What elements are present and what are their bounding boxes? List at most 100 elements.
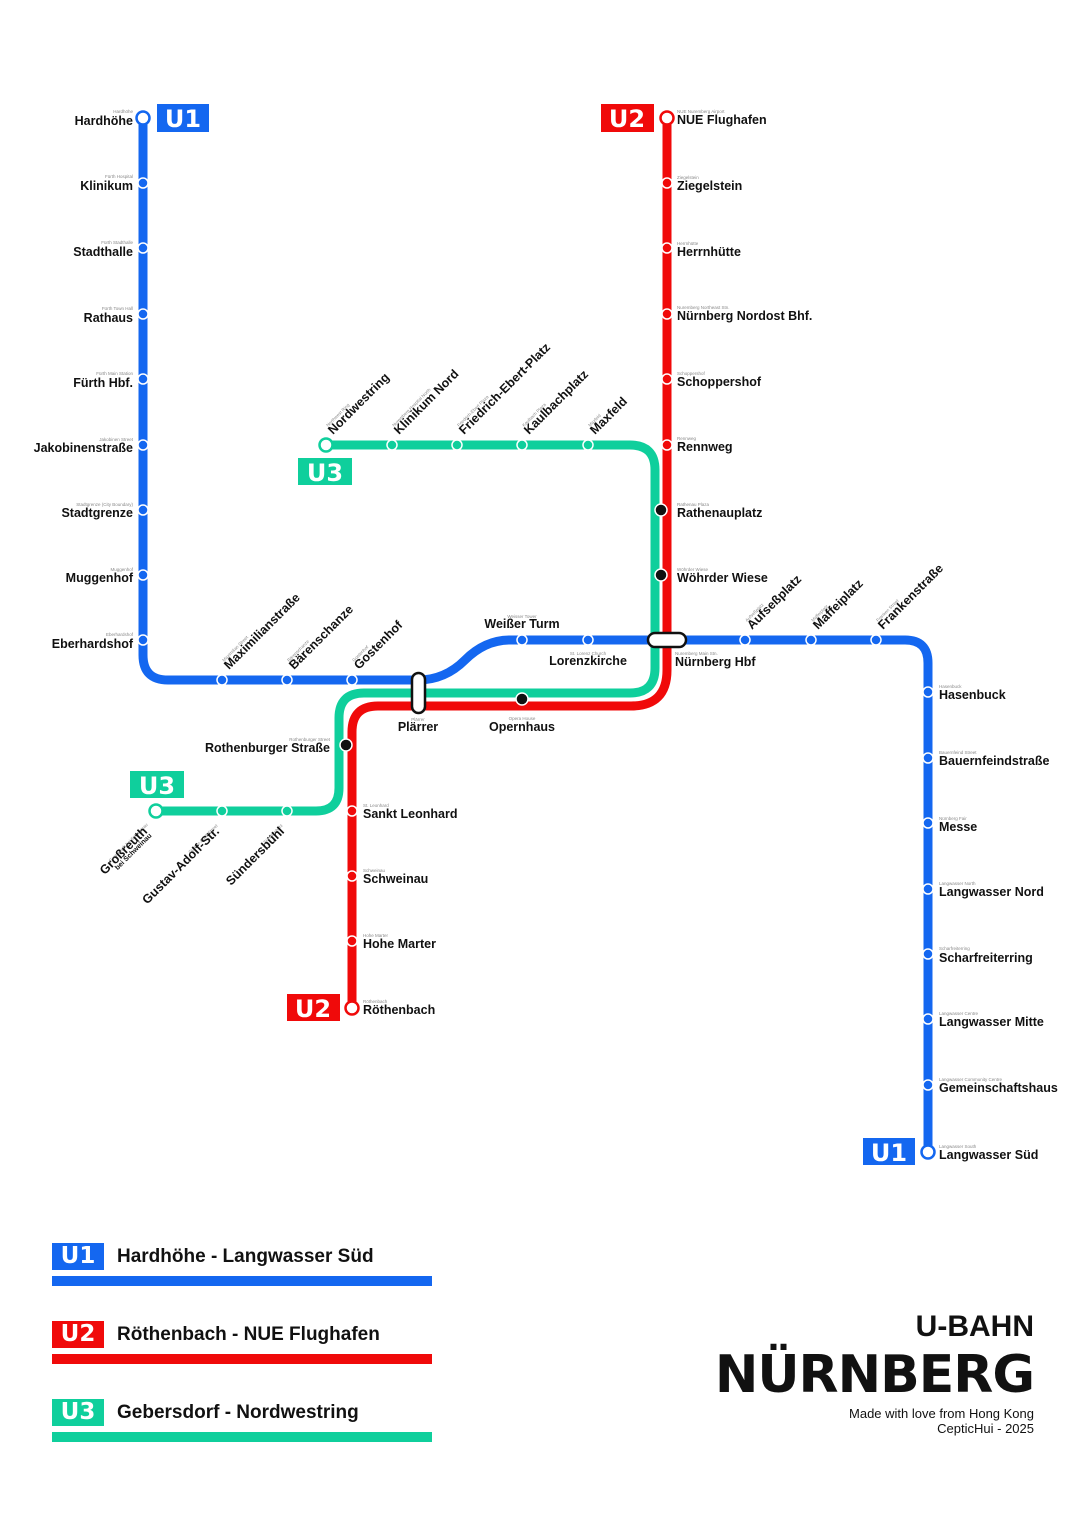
station-hasenbuck[interactable]: Hasenbuck Hasenbuck: [922, 684, 1006, 702]
legend-u2-badge: U2: [52, 1321, 104, 1348]
station-roethenbach[interactable]: Röthenbach Röthenbach: [344, 999, 436, 1017]
svg-text:Muggenhof: Muggenhof: [110, 567, 133, 572]
svg-text:Klinikum Nord: Klinikum Nord: [391, 367, 461, 437]
station-lorenzkirche[interactable]: St. Lorenz Church Lorenzkirche: [549, 634, 627, 668]
u1-badge-north-text: U1: [165, 105, 201, 133]
svg-text:Weißer Turm: Weißer Turm: [484, 617, 559, 631]
legend-u2: U2 Röthenbach - NUE Flughafen: [52, 1321, 432, 1371]
station-langwasser-nord[interactable]: Langwasser North Langwasser Nord: [922, 881, 1044, 899]
station-hardhoehe[interactable]: Hardhöhe Hardhöhe: [75, 109, 151, 128]
u2-stations: NUE Nuremberg Airport NUE Flughafen Zieg…: [205, 109, 812, 1017]
station-langwasser-sued[interactable]: Langwasser South Langwasser Süd: [920, 1144, 1039, 1162]
station-maximilianstrasse[interactable]: Maximilian Street Maximilianstraße: [216, 590, 303, 686]
svg-text:Fürth Town Hall: Fürth Town Hall: [102, 306, 133, 311]
station-gemeinschaftshaus[interactable]: Langwasser Community Centre Gemeinschaft…: [922, 1077, 1058, 1095]
svg-text:Messe: Messe: [939, 820, 977, 834]
station-stadthalle[interactable]: Fürth Stadthalle Stadthalle: [73, 240, 149, 259]
station-nuernberg-nordost-bhf[interactable]: Nuremberg Northeast Stn. Nürnberg Nordos…: [661, 305, 812, 323]
station-schoppershof[interactable]: Schoppershof Schoppershof: [661, 371, 762, 389]
legend-u3-badge: U3: [52, 1399, 104, 1426]
u2-badge-south: U2: [287, 994, 340, 1023]
svg-text:Rathenau Plaza: Rathenau Plaza: [677, 502, 710, 507]
station-ziegelstein[interactable]: Ziegelstein Ziegelstein: [661, 175, 742, 193]
station-klinikum[interactable]: Fürth Hospital Klinikum: [80, 174, 149, 193]
map-subtitle: U-BAHN: [915, 1310, 1034, 1343]
svg-text:Fürth Hospital: Fürth Hospital: [105, 174, 133, 179]
station-sankt-leonhard[interactable]: St. Leonhard Sankt Leonhard: [346, 803, 457, 821]
station-schweinau[interactable]: Schweinau Schweinau: [346, 868, 428, 886]
station-nue-flughafen[interactable]: NUE Nuremberg Airport NUE Flughafen: [659, 109, 767, 127]
svg-text:Langwasser Mitte: Langwasser Mitte: [939, 1015, 1044, 1029]
station-plaerrer[interactable]: Plärrer Plärrer: [398, 671, 438, 734]
svg-text:Stadthalle: Stadthalle: [73, 245, 133, 259]
svg-text:Rathenauplatz: Rathenauplatz: [677, 506, 762, 520]
station-jakobinenstrasse[interactable]: Jakobinen Street Jakobinenstraße: [34, 437, 149, 455]
u3-badge-west: U3: [130, 771, 184, 800]
station-kaulbachplatz[interactable]: Kaulbach Plaza Kaulbachplatz: [516, 367, 591, 451]
svg-text:Langwasser Nord: Langwasser Nord: [939, 885, 1044, 899]
station-frankenstrasse[interactable]: Franken Street Frankenstraße: [870, 561, 946, 646]
station-grossreuth[interactable]: Grossreuth bei Schweinau Großreuth bei S…: [97, 803, 164, 878]
legend-u3-label: Gebersdorf - Nordwestring: [117, 1402, 359, 1423]
station-fuerth-hbf[interactable]: Fürth Main Station Fürth Hbf.: [73, 371, 149, 390]
station-weisser-turm[interactable]: Weisser Tower Weißer Turm: [484, 614, 560, 646]
station-suendersbuehl[interactable]: Sündersbühl Sündersbühl: [223, 805, 293, 888]
svg-text:Herrnhütte: Herrnhütte: [677, 245, 741, 259]
svg-text:Rothenburger Straße: Rothenburger Straße: [205, 741, 330, 755]
svg-text:Langwasser Süd: Langwasser Süd: [939, 1148, 1038, 1162]
station-gostenhof[interactable]: Gostenhof Gostenhof: [346, 617, 406, 686]
station-bauernfeindstrasse[interactable]: Bauernfeind Street Bauernfeindstraße: [922, 750, 1049, 768]
station-rathaus[interactable]: Fürth Town Hall Rathaus: [84, 306, 149, 325]
svg-text:St. Leonhard: St. Leonhard: [363, 803, 389, 808]
station-stadtgrenze[interactable]: Stadtgrenze (City Boundary) Stadtgrenze: [61, 502, 149, 520]
station-nuernberg-hbf[interactable]: Nuremberg Main Stn. Nürnberg Hbf: [646, 631, 756, 669]
svg-text:Wöhrder Wiese: Wöhrder Wiese: [677, 567, 709, 572]
svg-text:Langwasser Centre: Langwasser Centre: [939, 1011, 979, 1016]
station-rennweg[interactable]: Rennweg Rennweg: [661, 436, 733, 454]
u3-badge-north-text: U3: [307, 459, 343, 487]
station-muggenhof[interactable]: Muggenhof Muggenhof: [66, 567, 149, 585]
station-scharfreiterring[interactable]: Scharfreiterring Scharfreiterring: [922, 946, 1033, 965]
station-rothenburger-strasse[interactable]: Rothenburger Street Rothenburger Straße: [205, 737, 353, 755]
svg-text:Sündersbühl: Sündersbühl: [223, 824, 287, 888]
station-nordwestring[interactable]: Northwest Ring Nordwestring: [318, 370, 393, 453]
svg-text:Herrnhütte: Herrnhütte: [677, 241, 699, 246]
station-maffeiplatz[interactable]: Maffeiplatz Maffeiplatz: [805, 577, 866, 646]
legend-u1-bar: [52, 1276, 432, 1286]
legend-u2-bar: [52, 1354, 432, 1364]
svg-text:Opera House: Opera House: [509, 716, 536, 721]
svg-text:Bärenschanze: Bärenschanze: [286, 602, 356, 672]
svg-text:Gostenhof: Gostenhof: [351, 617, 406, 672]
svg-text:Hasenbuck: Hasenbuck: [939, 688, 1006, 702]
svg-text:Rennweg: Rennweg: [677, 440, 733, 454]
station-eberhardshof[interactable]: Eberhardshof Eberhardshof: [52, 632, 149, 651]
svg-text:Nürnberg Hbf: Nürnberg Hbf: [675, 655, 756, 669]
station-gustav-adolf-str[interactable]: Gustav-Adolf Street Gustav-Adolf-Str.: [140, 805, 228, 907]
svg-text:Hohe Marter: Hohe Marter: [363, 937, 436, 951]
u2-badge-north-text: U2: [609, 105, 645, 133]
station-herrnhuette[interactable]: Herrnhütte Herrnhütte: [661, 241, 741, 259]
station-hohe-marter[interactable]: Hohe Marter Hohe Marter: [346, 933, 436, 951]
svg-text:Ziegelstein: Ziegelstein: [677, 179, 742, 193]
station-opernhaus[interactable]: Opera House Opernhaus: [489, 692, 555, 734]
svg-text:Nürnberg Nordost Bhf.: Nürnberg Nordost Bhf.: [677, 309, 812, 323]
station-klinikum-nord[interactable]: Nuremberg Hospital North Klinikum Nord: [386, 367, 462, 451]
svg-text:Eberhardshof: Eberhardshof: [106, 632, 134, 637]
line-badges: U1 U1 U2 U2 U3 U3: [130, 104, 915, 1167]
station-baerenschanze[interactable]: Bärenschanze Bärenschanze: [281, 602, 356, 686]
station-rathenauplatz[interactable]: Rathenau Plaza Rathenauplatz: [654, 502, 762, 520]
station-friedrich-ebert-platz[interactable]: Friedrich-Ebert Plaza Friedrich-Ebert-Pl…: [451, 340, 553, 451]
svg-text:Stadtgrenze (City Boundary): Stadtgrenze (City Boundary): [76, 502, 133, 507]
svg-text:NUE Flughafen: NUE Flughafen: [677, 113, 767, 127]
svg-text:Bauernfeind Street: Bauernfeind Street: [939, 750, 977, 755]
station-woehrder-wiese[interactable]: Wöhrder Wiese Wöhrder Wiese: [654, 567, 768, 585]
station-messe[interactable]: Nürnberg Fair Messe: [922, 816, 977, 834]
svg-text:Langwasser South: Langwasser South: [939, 1144, 977, 1149]
svg-text:Röthenbach: Röthenbach: [363, 999, 388, 1004]
legend-u3: U3 Gebersdorf - Nordwestring: [52, 1399, 432, 1449]
svg-text:Opernhaus: Opernhaus: [489, 720, 555, 734]
svg-text:Frankenstraße: Frankenstraße: [875, 561, 946, 632]
svg-text:Maxfeld: Maxfeld: [587, 394, 630, 437]
station-langwasser-mitte[interactable]: Langwasser Centre Langwasser Mitte: [922, 1011, 1044, 1029]
